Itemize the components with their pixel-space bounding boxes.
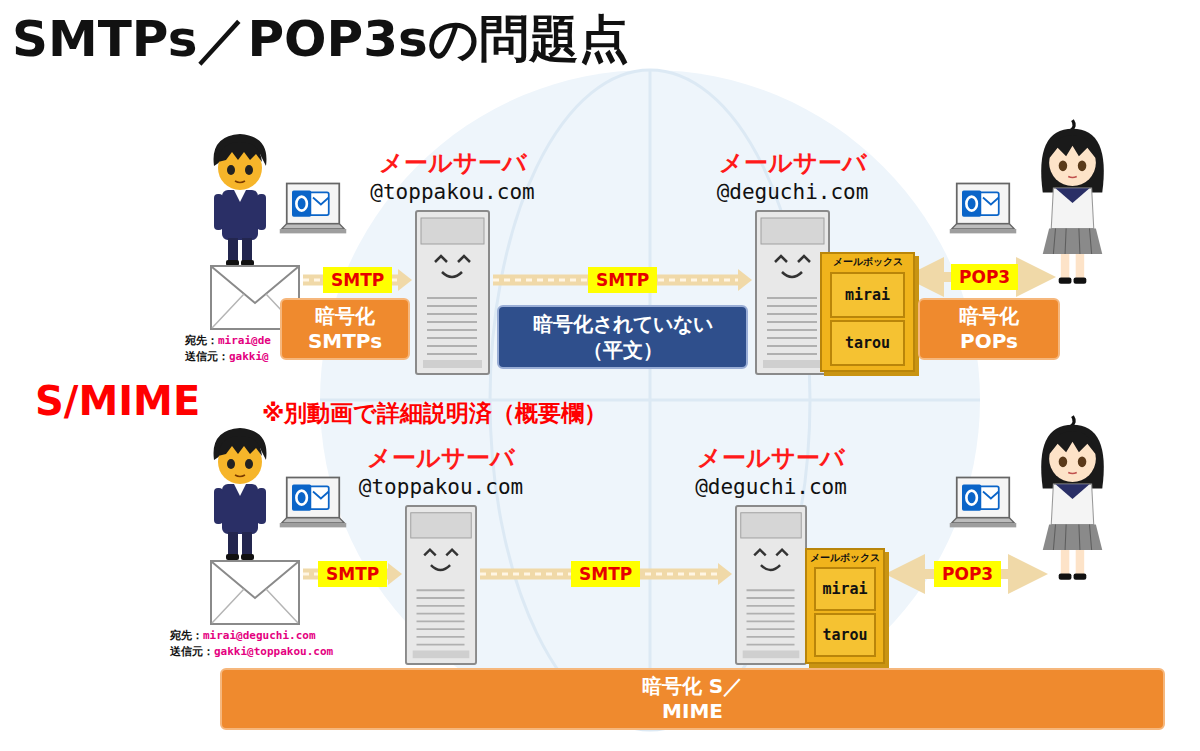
address-block: 宛先：mirai@de送信元：gakki@ — [185, 333, 271, 365]
box-label: 暗号化 S／MIME — [642, 674, 743, 723]
mailbox-name: tarou — [845, 334, 890, 352]
address-key: 送信元： — [170, 645, 214, 658]
protocol-label: SMTP — [323, 267, 392, 293]
envelope-icon — [210, 560, 300, 625]
box-label: 暗号化 POPs — [959, 304, 1019, 353]
protocol-label: POP3 — [934, 561, 1001, 587]
box-label: 暗号化されていない （平文） — [533, 312, 713, 362]
section-heading: S/MIME — [35, 378, 200, 424]
envelope: 宛先：mirai@deguchi.com送信元：gakki@toppakou.c… — [210, 560, 300, 625]
address-value: gakki@toppakou.com — [214, 645, 333, 658]
server-heading: メールサーバ@deguchi.com — [717, 148, 869, 206]
arrow-head — [718, 563, 732, 585]
domain-name: @toppakou.com — [370, 179, 534, 206]
mailbox-title: メールボックス — [822, 255, 913, 269]
note-text: ※別動画で詳細説明済（概要欄） — [262, 398, 607, 429]
box-label: 暗号化 SMTPs — [308, 304, 382, 353]
mail-server: メールサーバ@deguchi.com — [755, 210, 830, 375]
domain-name: @deguchi.com — [695, 474, 847, 501]
mailbox-slot: tarou — [814, 613, 876, 657]
protocol-label: SMTP — [318, 561, 387, 587]
address-line: 宛先：mirai@de — [185, 333, 271, 349]
address-line: 送信元：gakki@toppakou.com — [170, 644, 333, 660]
box-text: 暗号化されていない （平文） — [523, 311, 723, 363]
mailbox-name: tarou — [822, 626, 867, 644]
address-value: mirai@deguchi.com — [203, 629, 316, 642]
box-text: 暗号化 S／MIME — [641, 674, 745, 724]
encryption-band: 暗号化 S／MIME — [220, 668, 1165, 730]
encryption-box: 暗号化 POPs — [918, 298, 1060, 360]
protocol-label: SMTP — [571, 561, 640, 587]
server-tower — [415, 210, 490, 375]
address-line: 宛先：mirai@deguchi.com — [170, 628, 333, 644]
plaintext-box: 暗号化されていない （平文） — [497, 305, 748, 369]
mailbox-slot: tarou — [830, 320, 905, 366]
mail-server: メールサーバ@deguchi.com — [735, 505, 807, 665]
address-value: mirai@de — [218, 334, 271, 347]
protocol-label: SMTP — [588, 267, 657, 293]
server-tower — [405, 505, 477, 665]
mail-server: メールサーバ@toppakou.com — [415, 210, 490, 375]
box-text: 暗号化 SMTPs — [293, 304, 397, 354]
server-title: メールサーバ — [370, 148, 534, 179]
mailbox-name: mirai — [822, 580, 867, 598]
mailbox-slot: mirai — [830, 272, 905, 318]
server-tower — [735, 505, 807, 665]
arrow-head — [398, 269, 412, 291]
server-heading: メールサーバ@toppakou.com — [359, 443, 523, 501]
address-key: 送信元： — [185, 350, 229, 363]
mailbox-slot: mirai — [814, 567, 876, 611]
arrow-head — [388, 563, 402, 585]
mailbox-name: mirai — [845, 286, 890, 304]
mail-server: メールサーバ@toppakou.com — [405, 505, 477, 665]
page-title: SMTPs／POP3sの問題点 — [12, 6, 629, 73]
address-key: 宛先： — [170, 629, 203, 642]
mailbox: メールボックス mirai tarou — [805, 548, 885, 664]
box-text: 暗号化 POPs — [937, 304, 1041, 354]
address-key: 宛先： — [185, 334, 218, 347]
mailbox: メールボックス mirai tarou — [820, 252, 915, 372]
server-heading: メールサーバ@deguchi.com — [695, 443, 847, 501]
address-line: 送信元：gakki@ — [185, 349, 271, 365]
encryption-box: 暗号化 SMTPs — [280, 298, 410, 360]
mailbox-title: メールボックス — [807, 551, 883, 565]
address-value: gakki@ — [229, 350, 269, 363]
server-heading: メールサーバ@toppakou.com — [370, 148, 534, 206]
server-title: メールサーバ — [695, 443, 847, 474]
server-tower — [755, 210, 830, 375]
domain-name: @deguchi.com — [717, 179, 869, 206]
protocol-label: POP3 — [951, 264, 1018, 290]
address-block: 宛先：mirai@deguchi.com送信元：gakki@toppakou.c… — [170, 628, 333, 660]
server-title: メールサーバ — [717, 148, 869, 179]
domain-name: @toppakou.com — [359, 474, 523, 501]
arrow-head — [738, 269, 752, 291]
server-title: メールサーバ — [359, 443, 523, 474]
